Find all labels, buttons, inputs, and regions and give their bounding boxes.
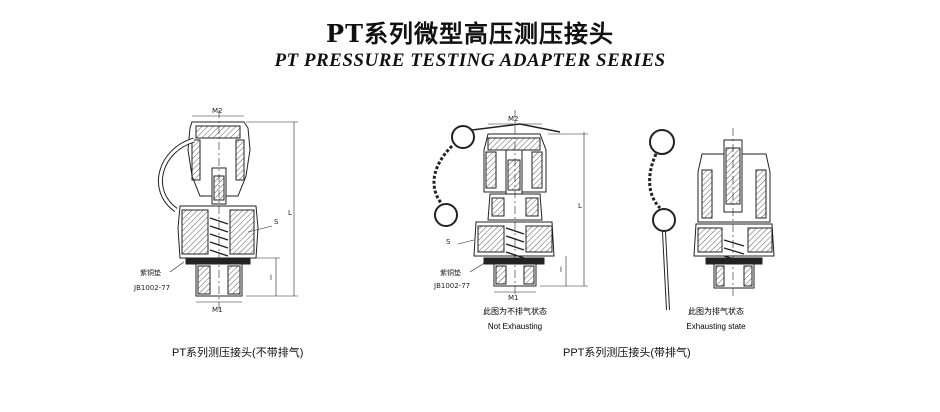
ppt-standard-label: JB1002-77 bbox=[433, 282, 470, 290]
cap-left-wall bbox=[191, 139, 201, 181]
figure-ppt-open bbox=[648, 128, 775, 311]
pt-m2-label: M2 bbox=[212, 107, 223, 115]
figure-ppt-closed bbox=[432, 110, 588, 296]
cap-right-wall bbox=[235, 139, 245, 181]
ppt-gasket-label: 紫铜垫 bbox=[440, 268, 461, 277]
ppt-closed-state-cn: 此图为不排气状态 bbox=[483, 306, 547, 316]
chain-ring-bottom bbox=[434, 203, 458, 227]
ppt-l1-label: l bbox=[560, 266, 562, 274]
pt-l-label: L bbox=[288, 209, 292, 217]
cap-top-hatch bbox=[195, 125, 241, 139]
ppt-l-label: L bbox=[578, 202, 582, 210]
cap-strap-inner bbox=[158, 138, 195, 212]
chain-ring-top bbox=[451, 125, 475, 149]
title-chinese: PT系列微型高压测压接头 bbox=[326, 19, 614, 48]
hex-right-hatch bbox=[229, 209, 255, 255]
chain bbox=[432, 144, 454, 205]
pt-m1-label: M1 bbox=[212, 306, 223, 314]
stem-left-hatch bbox=[197, 265, 211, 295]
title-english: PT PRESSURE TESTING ADAPTER SERIES bbox=[274, 50, 666, 71]
figure-pt bbox=[157, 110, 298, 310]
pt-caption: PT系列测压接头(不带排气) bbox=[172, 347, 304, 359]
tail-strip-inner bbox=[663, 231, 669, 311]
chain-top bbox=[471, 123, 561, 133]
pt-gasket-label: 紫铜垫 bbox=[140, 268, 161, 277]
pt-l1-label: l bbox=[270, 274, 272, 282]
gasket bbox=[185, 257, 251, 265]
ppt-s-label: S bbox=[446, 238, 451, 246]
ppt-m2-label: M2 bbox=[508, 115, 519, 123]
gasket bbox=[483, 257, 545, 265]
ppt-caption: PPT系列测压接头(带排气) bbox=[563, 347, 691, 359]
stem-right-hatch bbox=[227, 265, 241, 295]
ppt-open-state-cn: 此图为排气状态 bbox=[688, 306, 744, 316]
ppt-closed-state-en: Not Exhausting bbox=[488, 322, 542, 331]
pt-s-label: S bbox=[274, 218, 279, 226]
gasket bbox=[705, 257, 763, 265]
hex-left-hatch bbox=[181, 209, 209, 255]
chain-ring-bottom bbox=[652, 208, 676, 232]
ppt-open-state-en: Exhausting state bbox=[686, 322, 746, 331]
pt-standard-label: JB1002-77 bbox=[133, 284, 170, 292]
chain-ring-top bbox=[649, 129, 675, 155]
chain bbox=[648, 153, 662, 210]
ppt-m1-label: M1 bbox=[508, 294, 519, 302]
